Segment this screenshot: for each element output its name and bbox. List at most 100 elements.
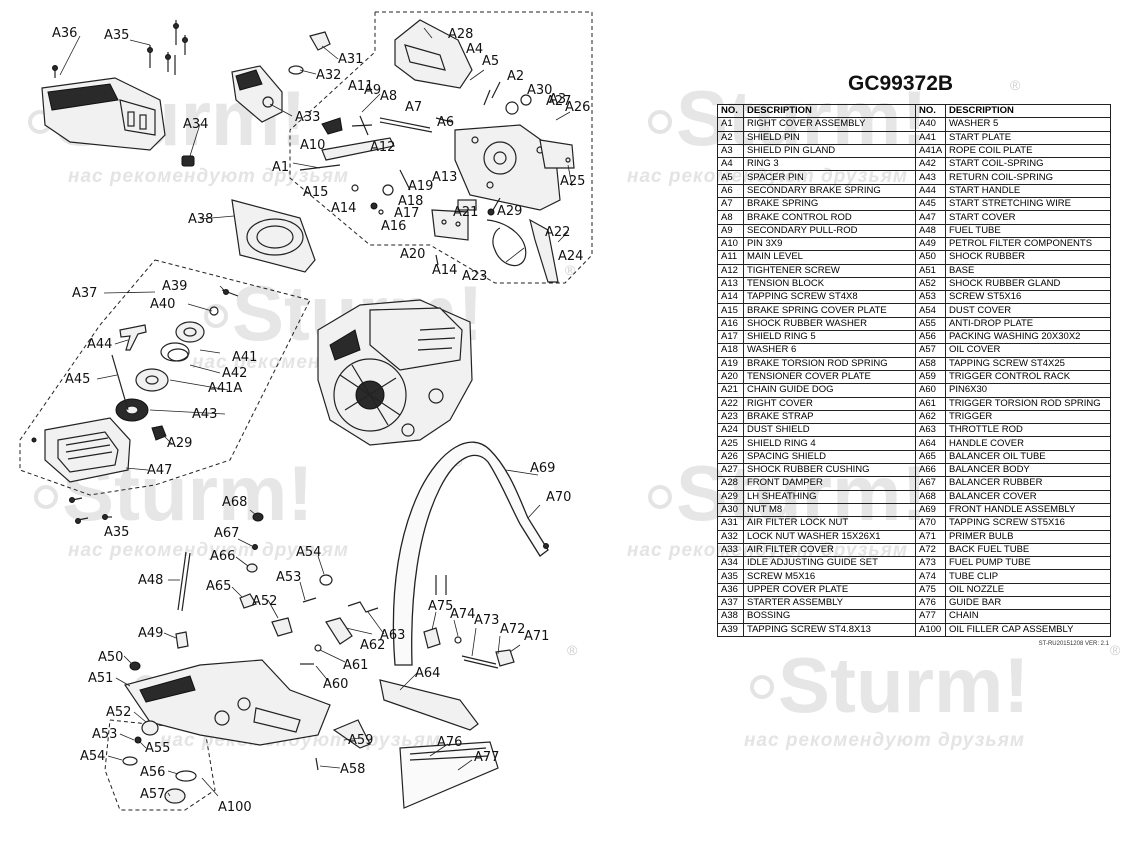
part-description-cell: ANTI-DROP PLATE — [945, 316, 1111, 332]
bossing-part — [231, 199, 316, 273]
part-description-cell: CHAIN GUIDE DOG — [743, 383, 916, 398]
lock-nut-part — [288, 31, 331, 75]
part-number-cell: A4 — [717, 157, 744, 172]
part-number-cell: A59 — [915, 369, 946, 385]
part-description-cell: TENSION BLOCK — [743, 276, 916, 292]
callout-label: A47 — [147, 463, 172, 478]
part-description-cell: BALANCER BODY — [945, 463, 1111, 478]
callout-label: A4 — [466, 42, 483, 57]
part-description-cell: FUEL TUBE — [945, 223, 1111, 238]
part-description-cell: SHOCK RUBBER GLAND — [945, 276, 1111, 292]
part-description-cell: BOSSING — [743, 609, 916, 624]
upper-screws-part — [52, 20, 188, 78]
part-description-cell: SHIELD PIN — [743, 130, 916, 145]
callout-label: A32 — [316, 68, 341, 83]
part-number-cell: A7 — [717, 197, 744, 212]
part-number-cell: A50 — [915, 250, 946, 265]
callout-label: A53 — [276, 570, 301, 585]
part-description-cell: RIGHT COVER — [743, 396, 916, 411]
part-number-cell: A23 — [717, 409, 744, 425]
part-description-cell: AIR FILTER COVER — [743, 542, 916, 558]
callout-label: A75 — [428, 599, 453, 614]
callout-label: A26 — [565, 100, 590, 115]
part-number-cell: A63 — [915, 423, 946, 438]
part-description-cell: LH SHEATHING — [743, 489, 916, 504]
callout-label: A60 — [323, 677, 348, 692]
part-description-cell: SHIELD RING 5 — [743, 330, 916, 345]
part-number-cell: A5 — [717, 170, 744, 185]
part-number-cell: A57 — [915, 343, 946, 358]
part-description-cell: NUT M8 — [743, 502, 916, 518]
part-number-cell: A42 — [915, 157, 946, 172]
part-description-cell: OIL NOZZLE — [945, 582, 1111, 597]
part-description-cell: ROPE COIL PLATE — [945, 143, 1111, 159]
part-number-cell: A69 — [915, 502, 946, 518]
callout-label: A1 — [272, 160, 289, 175]
column-header: NO. — [915, 103, 946, 119]
callout-label: A55 — [145, 741, 170, 756]
bottom-screws-part — [69, 497, 112, 524]
callout-label: A58 — [340, 762, 365, 777]
part-description-cell: WASHER 5 — [945, 117, 1111, 132]
part-number-cell: A26 — [717, 449, 744, 465]
part-number-cell: A22 — [717, 396, 744, 411]
callout-label: A76 — [437, 735, 462, 750]
part-number-cell: A10 — [717, 236, 744, 252]
part-description-cell: LOCK NUT WASHER 15X26X1 — [743, 529, 916, 544]
callout-label: A42 — [222, 366, 247, 381]
part-description-cell: BRAKE SPRING — [743, 197, 916, 212]
part-number-cell: A31 — [717, 516, 744, 531]
clutch-cover-group-outline — [289, 11, 593, 284]
part-number-cell: A16 — [717, 316, 744, 332]
part-number-cell: A61 — [915, 396, 946, 411]
part-number-cell: A52 — [915, 276, 946, 292]
part-description-cell: WASHER 6 — [743, 343, 916, 358]
callout-label: A7 — [405, 100, 422, 115]
callout-label: A12 — [370, 140, 395, 155]
part-description-cell: TUBE CLIP — [945, 569, 1111, 584]
part-description-cell: UPPER COVER PLATE — [743, 582, 916, 597]
callout-label: A74 — [450, 607, 475, 622]
callout-label: A35 — [104, 525, 129, 540]
callout-label: A18 — [398, 194, 423, 209]
callout-label: A37 — [72, 286, 97, 301]
part-number-cell: A12 — [717, 263, 744, 278]
part-number-cell: A11 — [717, 250, 744, 265]
part-number-cell: A40 — [915, 117, 946, 132]
starter-group-outline — [19, 259, 311, 496]
callout-label: A43 — [192, 407, 217, 422]
fuel-tube-part — [175, 551, 191, 649]
callout-label: A100 — [218, 800, 252, 815]
part-number-cell: A3 — [717, 143, 744, 159]
part-description-cell: OIL COVER — [945, 343, 1111, 358]
part-number-cell: A58 — [915, 356, 946, 371]
column-header: NO. — [717, 103, 744, 119]
watermark-tagline: нас рекомендуют друзьям — [744, 730, 1025, 751]
part-number-cell: A32 — [717, 529, 744, 544]
callout-label: A35 — [104, 28, 129, 43]
part-description-cell: FRONT HANDLE ASSEMBLY — [945, 502, 1111, 518]
part-number-cell: A62 — [915, 409, 946, 425]
part-number-cell: A9 — [717, 223, 744, 238]
part-description-cell: PACKING WASHING 20X30X2 — [945, 330, 1111, 345]
part-description-cell: BALANCER COVER — [945, 489, 1111, 504]
part-description-cell: SECONDARY BRAKE SPRING — [743, 183, 916, 199]
part-number-cell: A67 — [915, 476, 946, 491]
part-number-cell: A45 — [915, 197, 946, 212]
part-number-cell: A54 — [915, 303, 946, 318]
front-handle-part — [392, 441, 549, 666]
part-number-cell: A38 — [717, 609, 744, 624]
